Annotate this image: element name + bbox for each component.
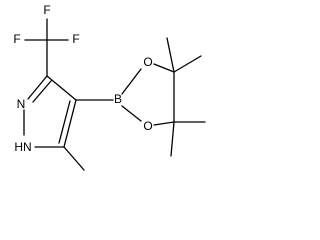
atom-f-top: F <box>43 3 50 17</box>
bond-c3-n2 <box>27 75 48 100</box>
atom-o-top: O <box>143 55 152 69</box>
atom-nh-pyrazole: HN <box>14 140 31 154</box>
bond-top-c-methyl-right <box>173 55 202 73</box>
bond-c4-c3 <box>46 75 77 101</box>
atom-o-bottom: O <box>143 119 152 133</box>
bond-b-o-top <box>121 68 142 95</box>
bond-b-o-bottom <box>121 105 142 122</box>
atom-boron: B <box>114 92 122 106</box>
bond-c3-n2-double <box>32 80 52 103</box>
bond-c5-methyl <box>63 146 85 171</box>
bond-bottom-c-methyl-down <box>170 121 175 157</box>
bond-o-top-c <box>153 63 175 73</box>
chemical-structure: F F F N HN B O O <box>13 3 206 171</box>
bond-top-c-methyl-up <box>166 37 175 73</box>
bond-o-bottom-c <box>153 121 175 126</box>
atom-n-pyrazole: N <box>17 97 26 111</box>
atom-f-left: F <box>13 32 20 46</box>
bond-c5-c4-double <box>58 100 71 144</box>
bond-c5-c4 <box>63 99 77 148</box>
atom-f-right: F <box>72 32 79 46</box>
